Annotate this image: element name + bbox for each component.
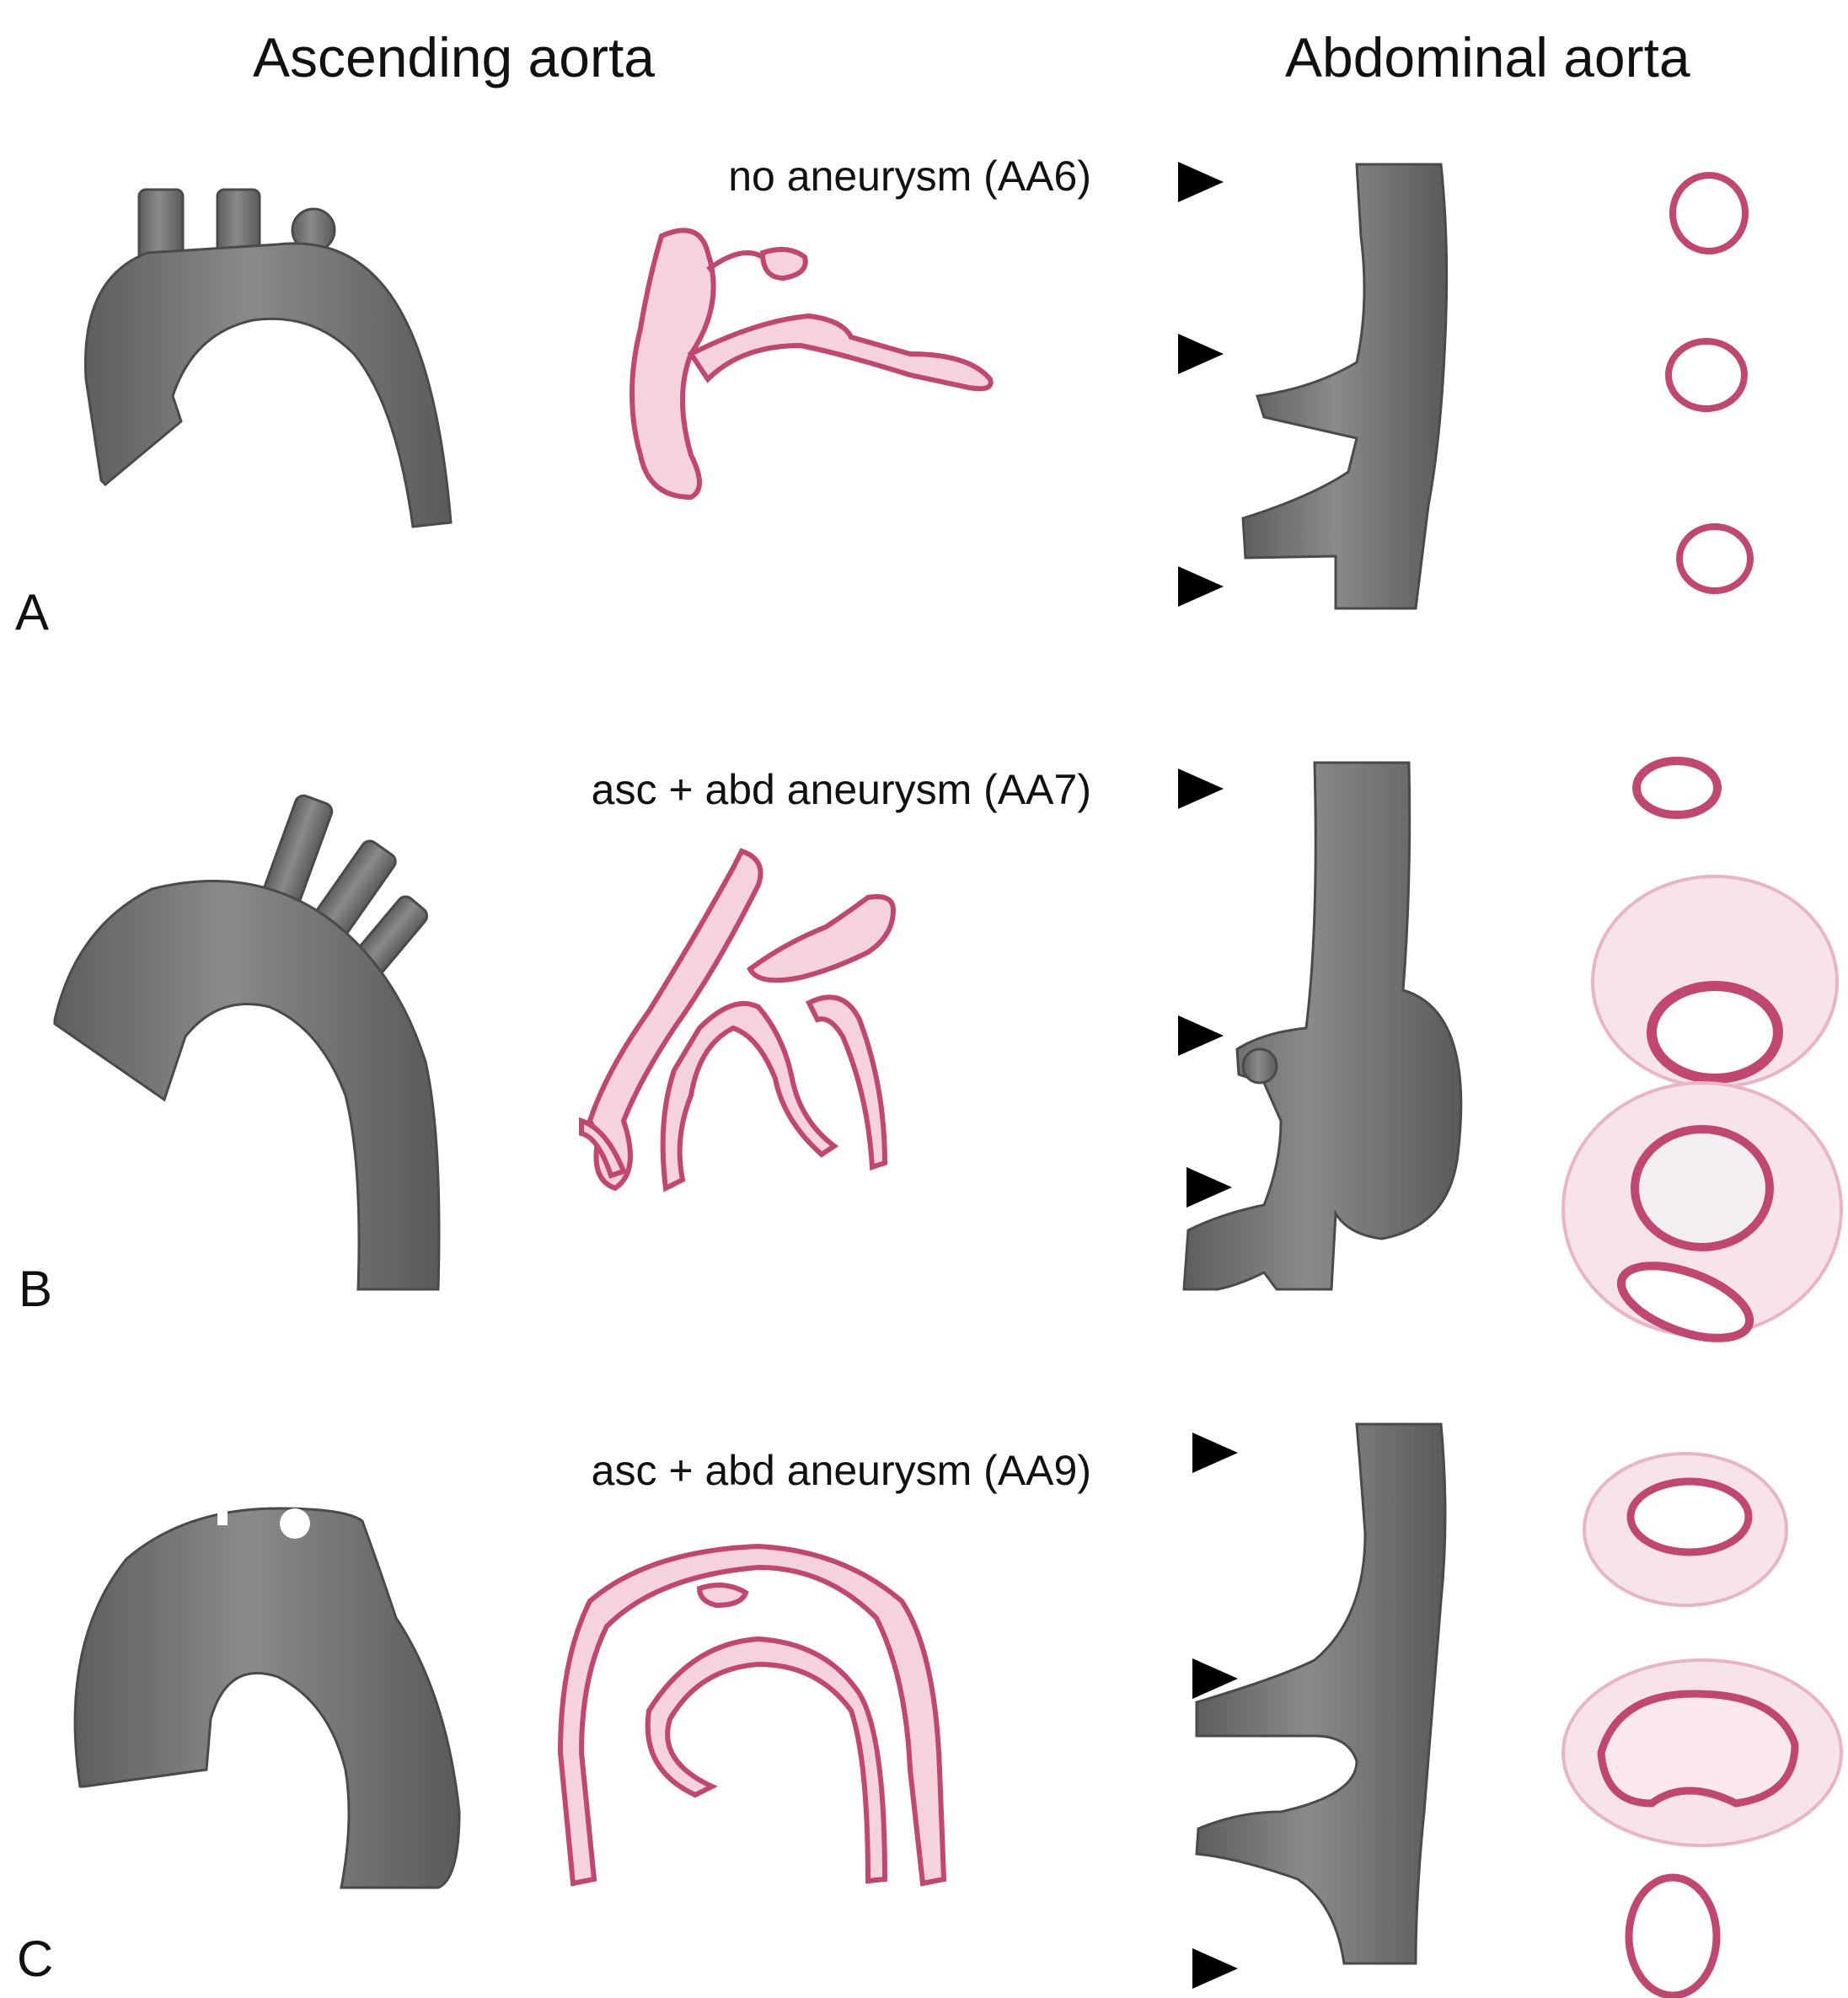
arrowheads-c xyxy=(1192,1433,1238,1989)
cross-sections-a xyxy=(1665,172,1754,594)
arrowheads-b xyxy=(1178,769,1232,1208)
aorta-model-c-notches xyxy=(217,1507,310,1539)
abdominal-model-c xyxy=(1195,1422,1447,1965)
aorta-model-c xyxy=(73,1507,461,1889)
caption-panel-a: no aneurysm (AA6) xyxy=(728,153,1091,200)
panel-letter-b: B xyxy=(19,1261,53,1317)
caption-panel-b: asc + abd aneurysm (AA7) xyxy=(591,766,1091,813)
cross-sections-b xyxy=(1561,757,1843,1342)
aorta-model-b xyxy=(53,794,441,1291)
header-ascending-aorta: Ascending aorta xyxy=(253,26,655,88)
abdominal-model-a xyxy=(1241,163,1449,610)
histology-ascending-a xyxy=(629,228,994,501)
histology-ascending-b xyxy=(579,848,897,1192)
caption-panel-c: asc + abd aneurysm (AA9) xyxy=(591,1447,1091,1494)
panel-letter-a: A xyxy=(15,584,50,640)
panel-letter-c: C xyxy=(17,1931,54,1987)
aorta-model-a xyxy=(83,188,453,528)
cross-sections-c xyxy=(1561,1452,1843,1998)
histology-ascending-c xyxy=(557,1543,947,1887)
abdominal-model-b xyxy=(1182,761,1463,1291)
header-abdominal-aorta: Abdominal aorta xyxy=(1285,26,1690,88)
arrowheads-a xyxy=(1178,162,1224,607)
